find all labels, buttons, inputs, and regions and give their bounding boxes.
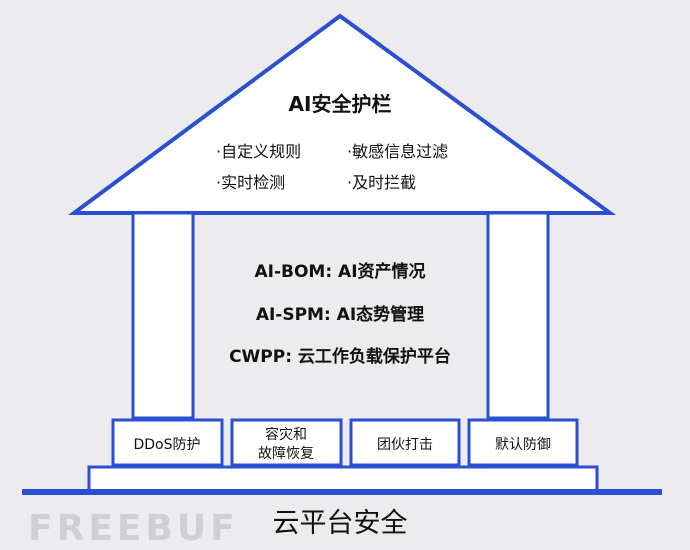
roof-bullet-sensitive-filter: ·敏感信息过滤 <box>347 142 448 161</box>
body-line-cwpp: CWPP: 云工作负载保护平台 <box>229 346 451 367</box>
body-line-ai-bom: AI-BOM: AI资产情况 <box>254 261 425 282</box>
roof-bullet-timely-block: ·及时拦截 <box>347 173 416 192</box>
watermark-logo: FREEBUF <box>28 508 239 549</box>
roof-bullet-realtime-detect: ·实时检测 <box>216 173 285 192</box>
body-line-ai-spm: AI-SPM: AI态势管理 <box>256 304 424 325</box>
left-pillar <box>131 211 195 420</box>
foundation-box-gang <box>349 418 461 467</box>
foundation-box-default <box>467 418 579 467</box>
base-step <box>87 465 599 493</box>
foundation-label-recovery-line2: 故障恢复 <box>258 445 314 462</box>
base-label: 云平台安全 <box>273 508 408 539</box>
foundation-label-recovery-line1: 容灾和 <box>265 426 307 443</box>
foundation-box-recovery <box>230 418 343 467</box>
right-pillar <box>486 211 550 420</box>
roof-title: AI安全护栏 <box>289 92 392 116</box>
roof-bullet-custom-rules: ·自定义规则 <box>216 142 301 161</box>
foundation-label-gang: 团伙打击 <box>377 436 433 453</box>
foundation-label-default: 默认防御 <box>495 437 551 453</box>
foundation-box-ddos <box>111 418 224 467</box>
ground-line <box>22 489 662 495</box>
roof <box>67 13 617 215</box>
foundation-label-ddos: DDoS防护 <box>133 437 200 453</box>
